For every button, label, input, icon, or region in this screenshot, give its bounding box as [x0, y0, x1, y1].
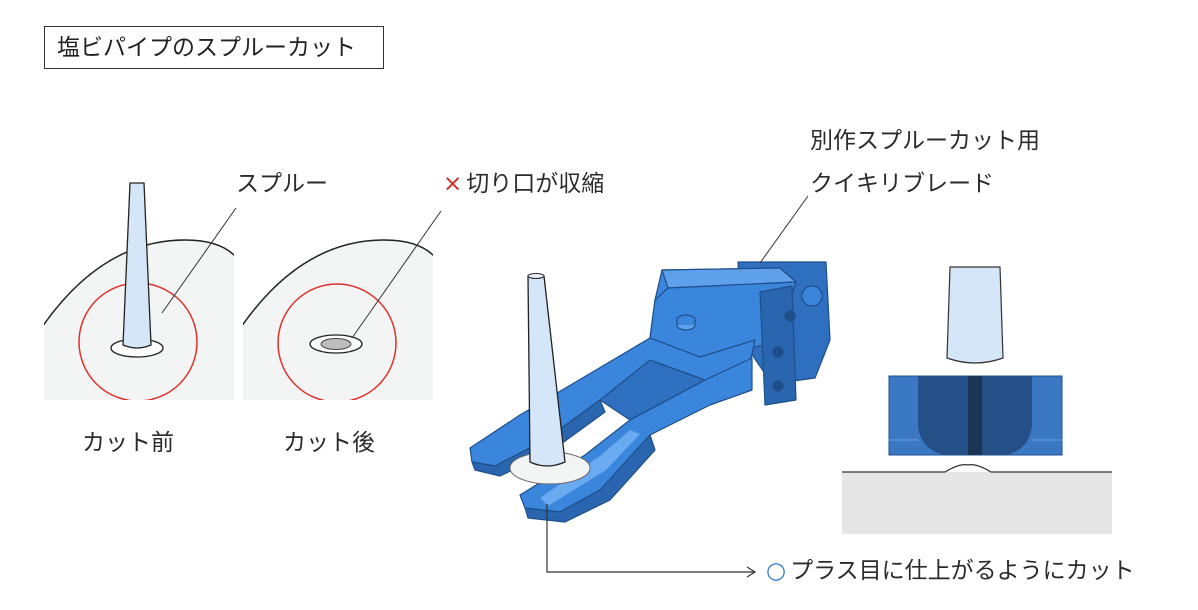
before-cut-view: [44, 182, 234, 400]
shrink-leader-line: [351, 210, 442, 339]
after-cut-label: カット後: [283, 430, 375, 456]
cross-section-view: [842, 266, 1112, 534]
sprue-leader-line: [161, 207, 237, 314]
ng-mark: ×: [443, 171, 463, 197]
blade-leader-line: [759, 195, 809, 264]
good-cut-text: プラス目に仕上がるようにカット: [790, 558, 1135, 584]
good-cut-arrow: [546, 504, 757, 578]
ok-mark: ○: [766, 558, 787, 584]
blade-illustration: [469, 261, 831, 523]
page-title: 塩ビパイプのスプルーカット: [57, 35, 356, 61]
good-cut-note: ○プラス目に仕上がるようにカット: [766, 557, 1135, 585]
ground-block: [842, 472, 1112, 534]
cut-mark-inner: [320, 338, 352, 350]
blade-label-line1: 別作スプルーカット用: [810, 128, 1040, 154]
after-cut-view: [243, 239, 433, 400]
sprue-label: スプルー: [236, 171, 328, 197]
blade-label-line2: クイキリブレード: [810, 171, 994, 197]
shrink-text: 切り口が収縮: [466, 171, 605, 197]
section-sprue: [946, 266, 1004, 364]
cut-area-circle-after: [277, 283, 397, 400]
sprue-in-blade: [509, 273, 591, 485]
title-box: 塩ビパイプのスプルーカット: [44, 26, 384, 69]
shrink-note: ×切り口が収縮: [443, 170, 604, 198]
sprue-shape: [122, 182, 152, 349]
before-cut-label: カット前: [82, 430, 174, 456]
